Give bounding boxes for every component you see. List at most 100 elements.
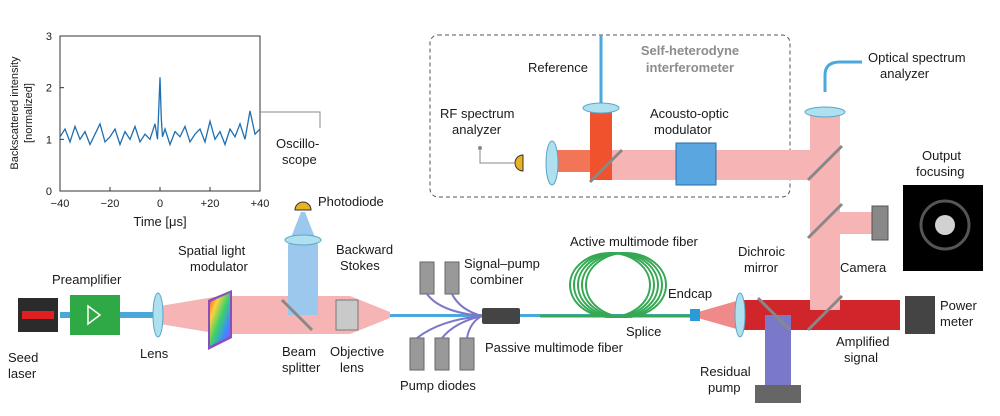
residual-pump-label-2: pump xyxy=(708,380,741,395)
amplifier-symbol xyxy=(87,304,102,326)
amplified-label-1: Amplified xyxy=(836,334,889,349)
power-meter-label-1: Power xyxy=(940,298,978,313)
output-beam-expand xyxy=(698,300,740,330)
oscilloscope-label-1: Oscillo- xyxy=(276,136,319,151)
focus-spot xyxy=(935,215,955,235)
chart-xtick-label: +40 xyxy=(251,198,270,210)
photodiode-label: Photodiode xyxy=(318,194,384,209)
photodiode xyxy=(294,201,312,211)
residual-pump-label-1: Residual xyxy=(700,364,751,379)
dichroic-label-2: mirror xyxy=(744,260,779,275)
combiner-label-1: Signal–pump xyxy=(464,256,540,271)
signal-pump-combiner xyxy=(482,308,520,324)
camera-splitter xyxy=(806,202,844,240)
chart-series-line xyxy=(59,77,261,147)
slm-pattern xyxy=(210,293,230,346)
passive-fiber-input xyxy=(390,314,490,317)
aom xyxy=(675,142,717,186)
objective-label-2: lens xyxy=(340,360,364,375)
rf-label-2: analyzer xyxy=(452,122,502,137)
rf-lens xyxy=(545,140,559,186)
slm-label-2: modulator xyxy=(190,259,248,274)
pump-diodes-label: Pump diodes xyxy=(400,378,476,393)
osa-label-2: analyzer xyxy=(880,66,930,81)
slm-label-1: Spatial light xyxy=(178,243,246,258)
seed-label-2: laser xyxy=(8,366,37,381)
objective-lens xyxy=(335,299,359,331)
rf-connection xyxy=(479,150,515,164)
dichroic-label-1: Dichroic xyxy=(738,244,785,259)
chart-frame xyxy=(59,35,261,192)
seed-label-1: Seed xyxy=(8,350,38,365)
passive-fiber-label: Passive multimode fiber xyxy=(485,340,624,355)
endcap-label: Endcap xyxy=(668,286,712,301)
output-focusing-label-1: Output xyxy=(922,148,961,163)
stokes-label-1: Backward xyxy=(336,242,393,257)
chart-ytick-label: 1 xyxy=(46,134,52,146)
pump-dump xyxy=(755,385,801,403)
preamp-label: Preamplifier xyxy=(52,272,122,287)
scope-connection xyxy=(260,111,321,128)
signal-beam-expand xyxy=(160,296,220,334)
self-heterodyne-label-1: Self-heterodyne xyxy=(641,43,739,58)
interferometer-combiner xyxy=(588,148,624,184)
aom-label-1: Acousto-optic xyxy=(650,106,729,121)
seed-laser-diode xyxy=(22,311,54,319)
self-heterodyne-box xyxy=(429,34,791,198)
combiner-label-2: combiner xyxy=(470,272,524,287)
reference-lens xyxy=(582,102,620,114)
lens xyxy=(152,292,164,338)
photodiode-lens xyxy=(284,234,322,246)
osa-label-1: Optical spectrum xyxy=(868,50,966,65)
output-focusing-label-2: focusing xyxy=(916,164,964,179)
lens-label: Lens xyxy=(140,346,169,361)
dichroic-mirror xyxy=(756,296,792,332)
chart-xlabel: Time [μs] xyxy=(133,214,186,229)
rf-label-1: RF spectrum xyxy=(440,106,514,121)
chart-ylabel-2: [normalized] xyxy=(23,83,35,143)
oscilloscope-label-2: scope xyxy=(282,152,317,167)
pump-diodes-top xyxy=(419,261,460,295)
signal-beam-focus xyxy=(350,296,390,334)
stokes-label-2: Stokes xyxy=(340,258,380,273)
preamplifier-box xyxy=(70,295,120,335)
beam-splitter-label-1: Beam xyxy=(282,344,316,359)
chart-ytick-label: 2 xyxy=(46,83,52,95)
self-heterodyne-label-2: interferometer xyxy=(646,60,734,75)
power-meter-label-2: meter xyxy=(940,314,974,329)
endcap xyxy=(690,309,700,321)
output-lens xyxy=(734,292,746,338)
chart-ytick-label: 3 xyxy=(46,31,52,43)
chart-xtick-label: +20 xyxy=(201,198,220,210)
reference-label: Reference xyxy=(528,60,588,75)
objective-label-1: Objective xyxy=(330,344,384,359)
focus-ring xyxy=(919,199,971,251)
camera-body xyxy=(871,205,889,241)
aom-label-2: modulator xyxy=(654,122,712,137)
amplified-label-2: signal xyxy=(844,350,878,365)
chart-ylabel-1: Backscattered intensity xyxy=(9,56,21,170)
backscatter-chart: −40 −20 0 +20 +40 0 1 2 3 Time [μs] Backscattere… xyxy=(9,31,269,229)
chart-ytick-label: 0 xyxy=(46,186,52,198)
pickoff-mirror xyxy=(806,294,844,332)
rf-photodiode xyxy=(514,154,524,172)
chart-xtick-label: 0 xyxy=(157,198,163,210)
rf-connector xyxy=(478,146,482,150)
osa-fiber xyxy=(823,60,862,92)
interferometer-splitter xyxy=(806,144,844,182)
pump-fibers xyxy=(416,293,483,339)
active-fiber-label: Active multimode fiber xyxy=(570,234,699,249)
pump-diodes-bottom xyxy=(409,337,475,371)
chart-xtick-label: −40 xyxy=(51,198,70,210)
beam-splitter-label-2: splitter xyxy=(282,360,321,375)
camera-beam xyxy=(820,212,880,234)
chart-xtick-label: −20 xyxy=(101,198,120,210)
reference-beam-horizontal xyxy=(555,150,605,172)
splice-label: Splice xyxy=(626,324,661,339)
power-meter xyxy=(905,296,935,334)
stokes-beam xyxy=(288,245,318,315)
osa-lens xyxy=(804,106,846,118)
active-fiber-coil xyxy=(569,252,667,318)
